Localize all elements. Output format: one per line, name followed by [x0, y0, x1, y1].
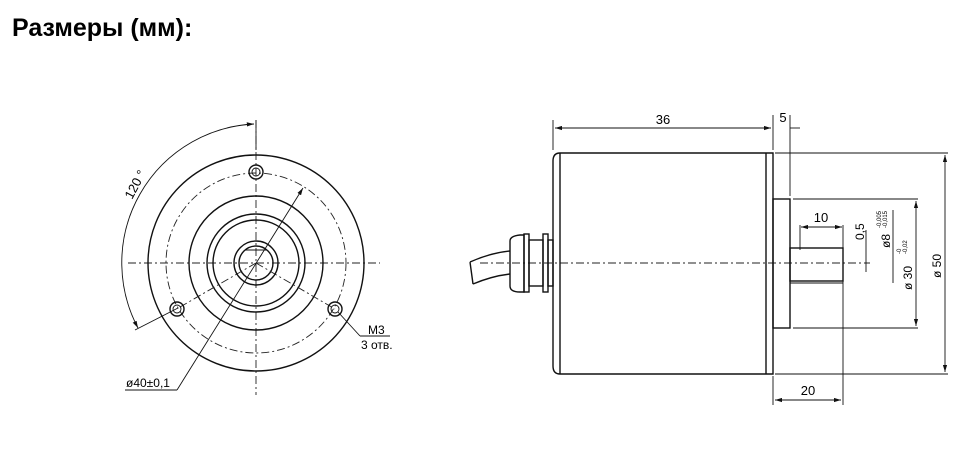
- hole-count-label: 3 отв.: [361, 338, 393, 352]
- front-view: 120 ° ø40±0,1 M3 3 отв.: [121, 120, 393, 395]
- shaft-key-length-dim: 10: [814, 210, 828, 225]
- angle-label: 120 °: [121, 167, 149, 201]
- pilot-diameter-dim: ø 30: [901, 266, 915, 290]
- pilot-tol-lower: -0,02: [903, 240, 909, 254]
- flange-length-dim: 5: [779, 110, 786, 125]
- hole-thread-label: M3: [368, 323, 385, 337]
- shaft-tol-lower: -0,015: [883, 210, 889, 228]
- body-diameter-dim: ø 50: [930, 254, 944, 278]
- pilot-tol-upper: -0: [897, 248, 903, 254]
- flat-depth-dim: 0,5: [853, 223, 867, 240]
- shaft-diameter-dim: ø8: [879, 234, 893, 248]
- body-length-dim: 36: [656, 112, 670, 127]
- shaft-tol-upper: -0,005: [877, 210, 883, 228]
- side-view: 36 5 10 0,5 ø8 -0,005 -0,015 ø 30 -0 -0,…: [469, 110, 948, 405]
- mounting-hole: [327, 301, 343, 317]
- shaft-length-dim: 20: [801, 383, 815, 398]
- page-title: Размеры (мм):: [12, 14, 193, 42]
- bolt-circle-label: ø40±0,1: [126, 376, 170, 390]
